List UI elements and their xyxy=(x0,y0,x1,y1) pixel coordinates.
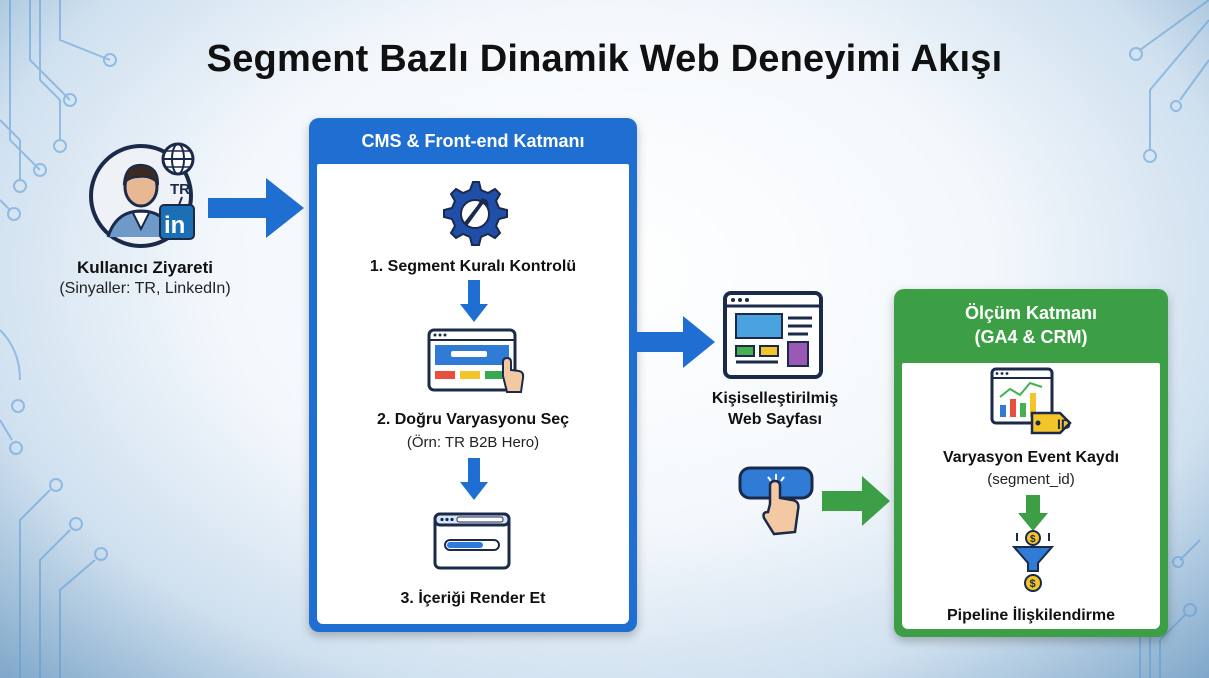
country-badge: TR xyxy=(170,181,190,198)
browser-loading-icon xyxy=(433,512,511,570)
arrow-down-icon xyxy=(460,458,488,500)
event-label: Varyasyon Event Kaydı xyxy=(942,449,1120,466)
cms-panel: CMS & Front-end Katmanı 1. Segment Kural… xyxy=(309,118,637,632)
measurement-panel: Ölçüm Katmanı (GA4 & CRM) ID Varyasyon E… xyxy=(894,289,1168,637)
measurement-header-line2: (GA4 & CRM) xyxy=(974,327,1088,347)
web-page-icon xyxy=(723,291,823,379)
user-visit-subtitle: (Sinyaller: TR, LinkedIn) xyxy=(59,280,231,297)
personalized-page-label-1: Kişiselleştirilmiş xyxy=(711,390,839,407)
arrow-right-icon xyxy=(208,178,304,238)
cms-panel-body: 1. Segment Kuralı Kontrolü 2. Doğru Vary… xyxy=(317,164,629,624)
linkedin-icon: in xyxy=(164,212,185,239)
gear-wrench-icon xyxy=(443,181,508,246)
analytics-chart-icon xyxy=(990,367,1072,435)
measurement-panel-body: ID Varyasyon Event Kaydı (segment_id) $ … xyxy=(902,363,1160,629)
svg-text:$: $ xyxy=(1030,578,1036,590)
step-3-label: 3. İçeriği Render Et xyxy=(400,590,546,607)
arrow-down-icon xyxy=(1018,495,1048,531)
user-avatar-icon: TR in xyxy=(89,142,195,248)
arrow-right-icon xyxy=(637,316,715,368)
pipeline-label: Pipeline İlişkilendirme xyxy=(946,607,1116,624)
page-title: Segment Bazlı Dinamik Web Deneyimi Akışı xyxy=(206,38,1003,80)
event-sublabel: (segment_id) xyxy=(987,471,1075,488)
click-button-icon xyxy=(738,466,814,536)
id-tag: ID xyxy=(1057,416,1071,432)
arrow-right-icon xyxy=(822,476,890,526)
measurement-panel-header: Ölçüm Katmanı (GA4 & CRM) xyxy=(894,301,1168,349)
svg-text:$: $ xyxy=(1030,534,1036,545)
browser-variation-icon xyxy=(427,328,525,393)
funnel-icon: $ $ xyxy=(1011,530,1055,592)
step-2-label: 2. Doğru Varyasyonu Seç xyxy=(376,411,570,428)
user-visit-title: Kullanıcı Ziyareti xyxy=(76,258,214,277)
cms-panel-header: CMS & Front-end Katmanı xyxy=(361,131,585,151)
globe-icon xyxy=(161,142,195,176)
arrow-down-icon xyxy=(460,280,488,322)
personalized-page-label-2: Web Sayfası xyxy=(728,411,822,428)
measurement-header-line1: Ölçüm Katmanı xyxy=(964,303,1098,323)
step-1-label: 1. Segment Kuralı Kontrolü xyxy=(369,258,577,275)
step-2-sublabel: (Örn: TR B2B Hero) xyxy=(406,434,540,451)
